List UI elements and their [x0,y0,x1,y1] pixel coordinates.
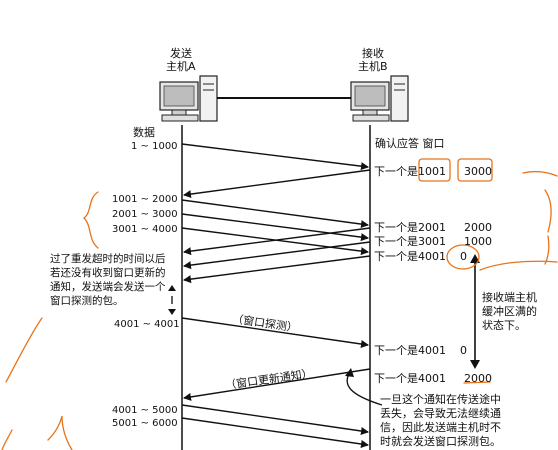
ack-next: 下一个是1001 [374,165,446,178]
handwritten-annotations [1,158,558,450]
timeout-probe-note: 过了重发超时的时间以后若还没有收到窗口更新的通知，发送端会发送一个窗口探测的包。 [50,253,166,307]
ack-next: 下一个是4001 [374,250,446,263]
ack-next: 下一个是2001 [374,221,446,234]
host-b-label-line2: 主机B [358,60,388,73]
ack-window: 0 [460,344,467,357]
lost-update-note-line: 时就会发送窗口探测包。 [380,435,501,448]
ack-next: 下一个是4001 [374,372,446,385]
data-header: 数据 [133,126,155,139]
ack-next: 下一个是4001 [374,344,446,357]
segment-label: 3001 ~ 4000 [112,224,178,235]
segment-label: 5001 ~ 6000 [112,418,178,429]
lost-update-note-line: 信，因此发送端主机时不 [380,421,501,434]
host-a-computer-icon [159,75,218,122]
buffer-note-line: 状态下。 [482,319,526,332]
host-a-label-line2: 主机A [166,60,196,73]
host-a-label-line1: 发送 [170,47,192,60]
segment-label: 2001 ~ 3000 [112,209,178,220]
ack-next: 下一个是3001 [374,235,446,248]
ack-window: 1000 [464,235,492,248]
probe-segment-label: 4001 ~ 4001 [114,319,180,330]
ack-window: 2000 [464,221,492,234]
segment-label: 1001 ~ 2000 [112,194,178,205]
host-b-computer-icon [350,75,409,122]
ack-window-header: 确认应答 窗口 [375,137,445,150]
ack-window: 3000 [464,165,492,178]
segment-label: 4001 ~ 5000 [112,405,178,416]
ack-window: 0 [460,250,467,263]
ack-window: 2000 [464,372,492,385]
host-b-label-line1: 接收 [362,47,384,60]
lost-update-note-line: 丢失，会导致无法继续通 [380,407,501,420]
lost-update-note-line: 一旦这个通知在传送途中 [380,393,501,406]
first-segment-label: 1 ~ 1000 [131,141,178,152]
buffer-note-line: 缓冲区满的 [482,305,537,318]
buffer-note-line: 接收端主机 [482,291,537,304]
